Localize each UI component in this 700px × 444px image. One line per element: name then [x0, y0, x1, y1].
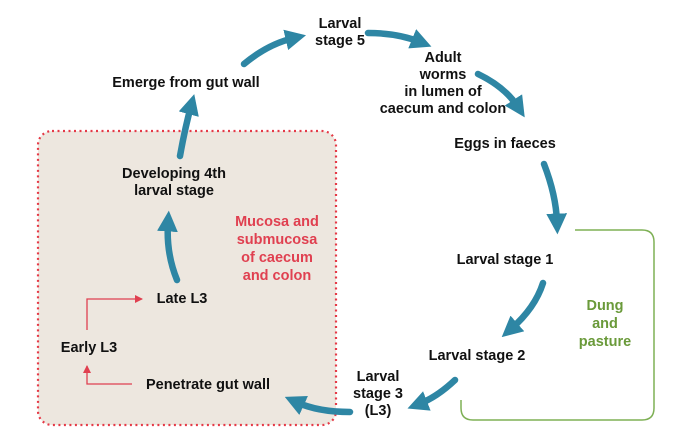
label-late-l3: Late L3: [156, 291, 208, 307]
label-emerge-from-gut-wall: Emerge from gut wall: [112, 75, 260, 91]
label-larval-stage-5: Larval stage 5: [315, 16, 365, 49]
arrow-developing-to-emerge: [176, 94, 199, 160]
arrow-adult-to-eggs: [474, 70, 525, 118]
label-developing-4th-larval-stage: Developing 4th larval stage: [122, 166, 226, 199]
mucosa-region-box: [36, 129, 338, 427]
label-pasture-region: Dung and pasture: [578, 298, 632, 350]
arrow-eggs-to-l1: [540, 160, 568, 235]
arrow-early-l3-to-late-l3: [86, 295, 143, 330]
label-larval-stage-3: Larval stage 3 (L3): [353, 369, 403, 419]
pasture-region-outline: [460, 229, 655, 421]
label-penetrate-gut-wall: Penetrate gut wall: [145, 377, 271, 393]
arrow-l2-to-l3: [407, 376, 459, 411]
label-early-l3: Early L3: [60, 340, 118, 356]
arrow-late-l3-to-developing: [157, 210, 181, 284]
label-adult-worms: Adult worms in lumen of caecum and colon: [379, 50, 507, 117]
arrow-emerge-to-stage5: [240, 29, 307, 68]
arrow-l1-to-l2: [501, 279, 547, 338]
arrow-stage5-to-adult: [364, 29, 432, 49]
label-mucosa-region: Mucosa and submucosa of caecum and colon: [235, 214, 319, 284]
arrow-l3-to-penetrate: [284, 396, 354, 416]
label-eggs-in-faeces: Eggs in faeces: [454, 136, 556, 152]
label-larval-stage-1: Larval stage 1: [456, 252, 554, 268]
label-larval-stage-2: Larval stage 2: [428, 348, 526, 364]
arrow-penetrate-to-early-l3: [83, 365, 132, 385]
